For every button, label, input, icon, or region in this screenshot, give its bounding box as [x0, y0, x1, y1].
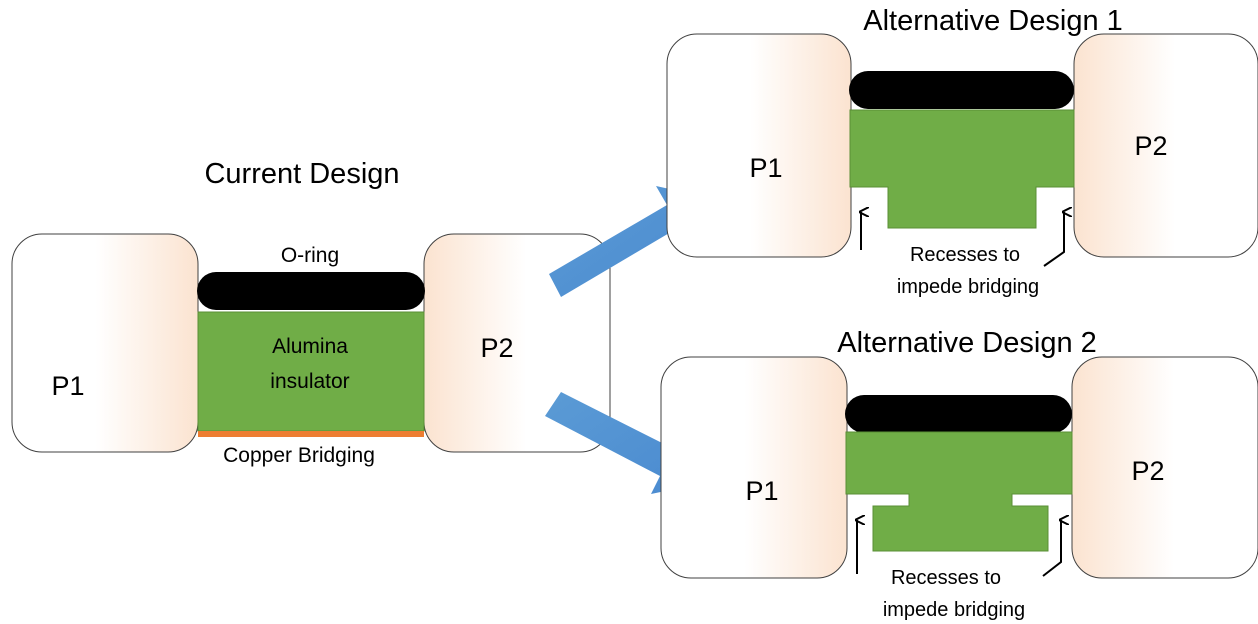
alt2-oring — [845, 395, 1072, 433]
oring — [197, 272, 425, 310]
alt1-p1-label: P1 — [749, 153, 782, 183]
current-design-title: Current Design — [204, 158, 399, 190]
insulator-label-line2: insulator — [270, 370, 349, 393]
alt2-p1-electrode — [660, 356, 848, 579]
alt2-p2-label: P2 — [1131, 456, 1164, 486]
current-design: Current Design P1 P2 O-ring Alumina insu… — [11, 158, 611, 467]
p1-electrode — [11, 233, 199, 453]
alt1-title: Alternative Design 1 — [863, 5, 1123, 37]
alt2-insulator — [845, 431, 1073, 552]
alt2-title: Alternative Design 2 — [837, 327, 1097, 359]
alt1-right-recess-arrow — [1043, 212, 1064, 267]
alt1-insulator — [849, 109, 1075, 229]
alt2-note-line1: Recesses to — [891, 567, 1001, 589]
p2-label: P2 — [480, 333, 513, 363]
alt1-p2-label: P2 — [1134, 131, 1167, 161]
alt1-note-line2: impede bridging — [897, 276, 1039, 298]
alt2-note-line2: impede bridging — [883, 599, 1025, 621]
alumina-insulator — [197, 311, 425, 432]
alternative-design-2: Alternative Design 2 P1 P2 Recesses to i… — [660, 327, 1258, 621]
p1-label: P1 — [51, 371, 84, 401]
alt1-oring — [849, 71, 1074, 109]
alt2-right-recess-arrow — [1042, 520, 1061, 577]
alt2-p1-label: P1 — [745, 476, 778, 506]
alt1-note-line1: Recesses to — [910, 244, 1020, 266]
insulator-label-line1: Alumina — [272, 335, 348, 358]
oring-label: O-ring — [281, 244, 339, 267]
alternative-design-1: Alternative Design 1 P1 P2 Recesses to i… — [666, 5, 1258, 298]
alt1-p1-electrode — [666, 33, 852, 258]
alt2-p2-electrode — [1071, 356, 1258, 579]
copper-bridging-label: Copper Bridging — [223, 444, 375, 467]
copper-bridging-layer — [198, 431, 424, 437]
